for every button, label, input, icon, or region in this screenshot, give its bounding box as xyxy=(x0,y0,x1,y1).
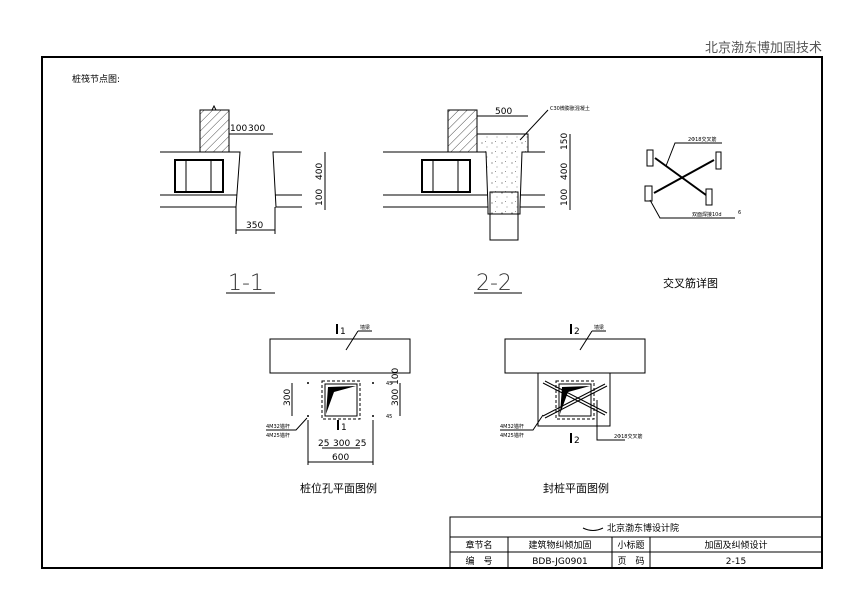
weld-note: 双面焊接10d xyxy=(692,211,722,218)
dim-150: 150 xyxy=(560,133,570,150)
anchor-note-2: 4M25锚杆 xyxy=(266,432,290,439)
dim-off-a: 45 xyxy=(386,381,392,387)
cross-detail-label: 交叉筋详图 xyxy=(663,276,718,290)
dim-off-b: 45 xyxy=(386,414,392,420)
plan-2-label: 封桩平面图例 xyxy=(543,481,609,495)
beam-note: 墙梁 xyxy=(594,324,604,331)
dim-600: 600 xyxy=(332,453,349,463)
dim-500: 500 xyxy=(495,107,512,117)
number-value: BDB-JG0901 xyxy=(532,557,588,567)
beam-note: 墙梁 xyxy=(360,324,370,331)
cross-rebar-detail: 2Φ18交叉筋 双面焊接10d 6 交叉筋详图 xyxy=(644,136,741,290)
chapter-value: 建筑物纠倾加固 xyxy=(528,539,591,551)
concrete-note: C30微膨胀混凝土 xyxy=(550,105,590,112)
section-1-1: 100 300 350 400 100 1-1 xyxy=(160,104,326,296)
cut-mark-bottom: 1 xyxy=(341,423,347,433)
institute-logo-icon xyxy=(582,527,604,531)
weld-mark: 6 xyxy=(738,210,741,216)
header-company: 北京渤东博加固技术 xyxy=(705,40,822,56)
subtitle-value: 加固及纠倾设计 xyxy=(704,539,767,551)
page-value: 2-15 xyxy=(726,557,746,567)
cross-bar-note: 2Φ18交叉筋 xyxy=(688,136,716,143)
bar-note: 2Φ18交叉筋 xyxy=(614,433,642,440)
page-label: 页 码 xyxy=(617,556,644,567)
dim-350: 350 xyxy=(246,221,263,231)
chapter-label: 章节名 xyxy=(465,539,492,551)
section-2-label: 2-2 xyxy=(476,271,512,296)
anchor-note-1: 4M32锚杆 xyxy=(266,423,290,430)
title-block: 北京渤东博设计院 章节名 建筑物纠倾加固 小标题 加固及纠倾设计 编 号 BDB… xyxy=(449,516,823,569)
dim-right-top: 100 xyxy=(391,368,401,385)
dim-100-v: 100 xyxy=(315,189,325,206)
dim-left: 300 xyxy=(283,389,293,406)
cut-mark-bottom: 2 xyxy=(574,436,580,446)
dim-100: 100 xyxy=(230,124,247,134)
plan-1: 1 墙梁 300 300 100 45 45 25 300 25 600 1 4… xyxy=(266,324,411,495)
cut-mark-top: 2 xyxy=(574,327,580,337)
dim-400: 400 xyxy=(560,163,570,180)
dim-25b: 25 xyxy=(355,439,366,449)
plan-2: 2 墙梁 2 4M32锚杆 4M25锚杆 2Φ18交叉筋 封桩平面图例 xyxy=(500,324,646,495)
dim-100-v: 100 xyxy=(560,189,570,206)
dim-300: 300 xyxy=(248,124,265,134)
dim-25a: 25 xyxy=(318,439,329,449)
dim-300-b: 300 xyxy=(333,439,350,449)
section-1-label: 1-1 xyxy=(228,271,264,296)
section-2-2: 500 C30微膨胀混凝土 150 400 100 2-2 xyxy=(383,105,590,296)
drawing-title: 桩筏节点图: xyxy=(72,73,120,85)
cut-mark-top: 1 xyxy=(340,327,346,337)
anchor-note-2: 4M25锚杆 xyxy=(500,432,524,439)
subtitle-label: 小标题 xyxy=(617,539,644,551)
anchor-note-1: 4M32锚杆 xyxy=(500,423,524,430)
institute-name: 北京渤东博设计院 xyxy=(607,522,679,534)
plan-1-label: 桩位孔平面图例 xyxy=(300,481,377,495)
number-label: 编 号 xyxy=(465,555,492,567)
dim-400: 400 xyxy=(315,163,325,180)
dim-right: 300 xyxy=(391,389,401,406)
drawing-frame xyxy=(41,56,823,569)
